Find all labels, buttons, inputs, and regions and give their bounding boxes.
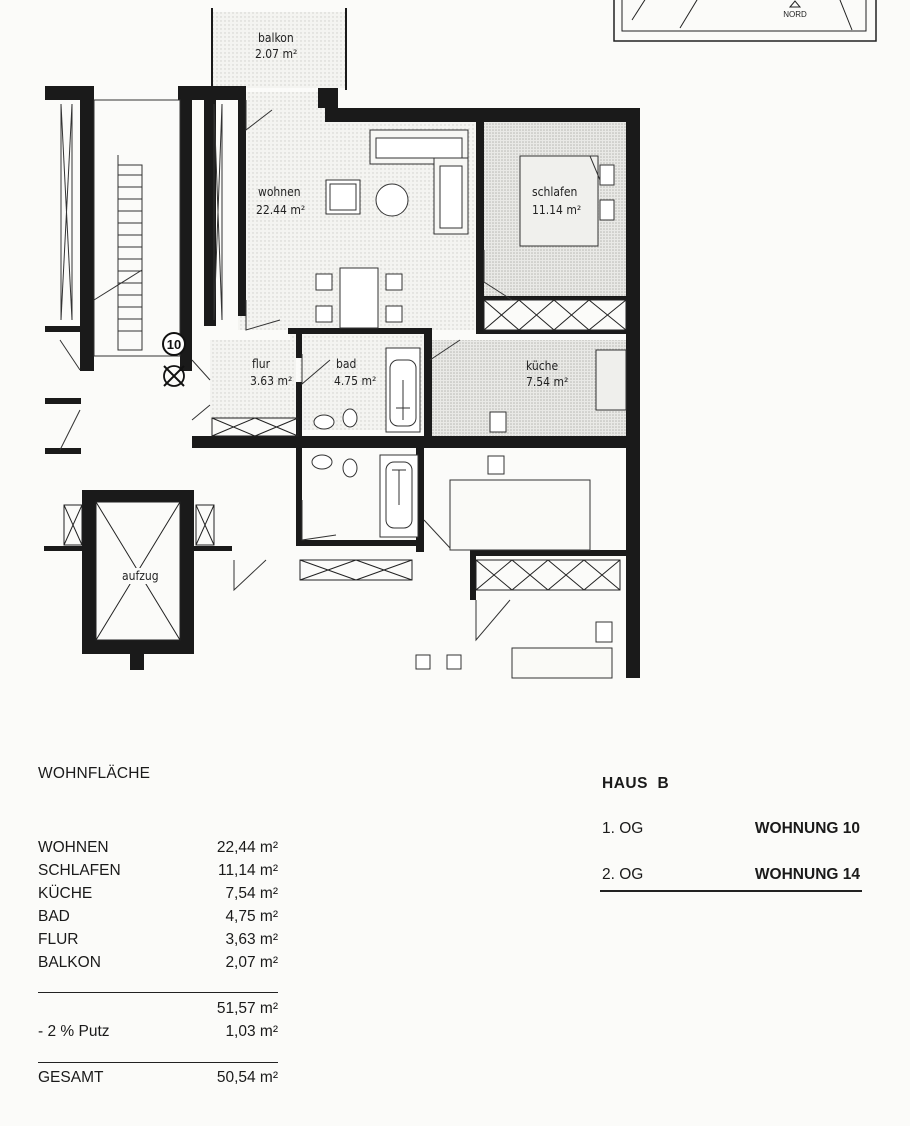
- room-label-schlafen: schlafen 11.14 m²: [532, 185, 581, 217]
- unit-underline: [600, 890, 862, 892]
- balkon-area: [212, 12, 346, 88]
- walls: [44, 8, 640, 678]
- room-label-wohnen: wohnen 22.44 m²: [256, 185, 305, 217]
- svg-text:3.63 m²: 3.63 m²: [250, 374, 292, 388]
- subtotal-rule: [38, 992, 278, 993]
- room-label-bad: bad 4.75 m²: [334, 357, 376, 388]
- furniture: [311, 129, 627, 679]
- flur-area: [210, 340, 296, 420]
- svg-text:22.44 m²: 22.44 m²: [256, 203, 305, 217]
- room-label-flur: flur 3.63 m²: [250, 357, 292, 388]
- haus-title: HAUS B: [602, 775, 670, 792]
- wohnflaeche-title: WOHNFLÄCHE: [38, 765, 151, 782]
- svg-text:7.54 m²: 7.54 m²: [526, 375, 568, 389]
- svg-text:bad: bad: [336, 357, 356, 371]
- north-compass: NORD: [613, 0, 877, 42]
- compass-label: NORD: [783, 10, 807, 19]
- room-label-balkon: balkon 2.07 m²: [255, 31, 297, 61]
- svg-text:schlafen: schlafen: [532, 185, 577, 199]
- room-label-kueche: küche 7.54 m²: [526, 359, 568, 389]
- unit-marker: 10: [162, 332, 186, 387]
- total-rule: [38, 1062, 278, 1063]
- floor-plan: NORD: [44, 0, 877, 679]
- unit-marker-number: 10: [167, 337, 181, 352]
- wardrobes: [63, 299, 627, 641]
- svg-text:4.75 m²: 4.75 m²: [334, 374, 376, 388]
- staircase: [59, 99, 223, 451]
- svg-text:wohnen: wohnen: [258, 185, 301, 199]
- svg-text:11.14 m²: 11.14 m²: [532, 203, 581, 217]
- svg-text:balkon: balkon: [258, 31, 294, 45]
- svg-text:küche: küche: [526, 359, 559, 373]
- svg-text:2.07 m²: 2.07 m²: [255, 47, 297, 61]
- room-label-aufzug: aufzug: [118, 568, 162, 584]
- svg-text:aufzug: aufzug: [122, 569, 159, 583]
- door-swings: [233, 100, 513, 642]
- svg-text:flur: flur: [252, 357, 271, 371]
